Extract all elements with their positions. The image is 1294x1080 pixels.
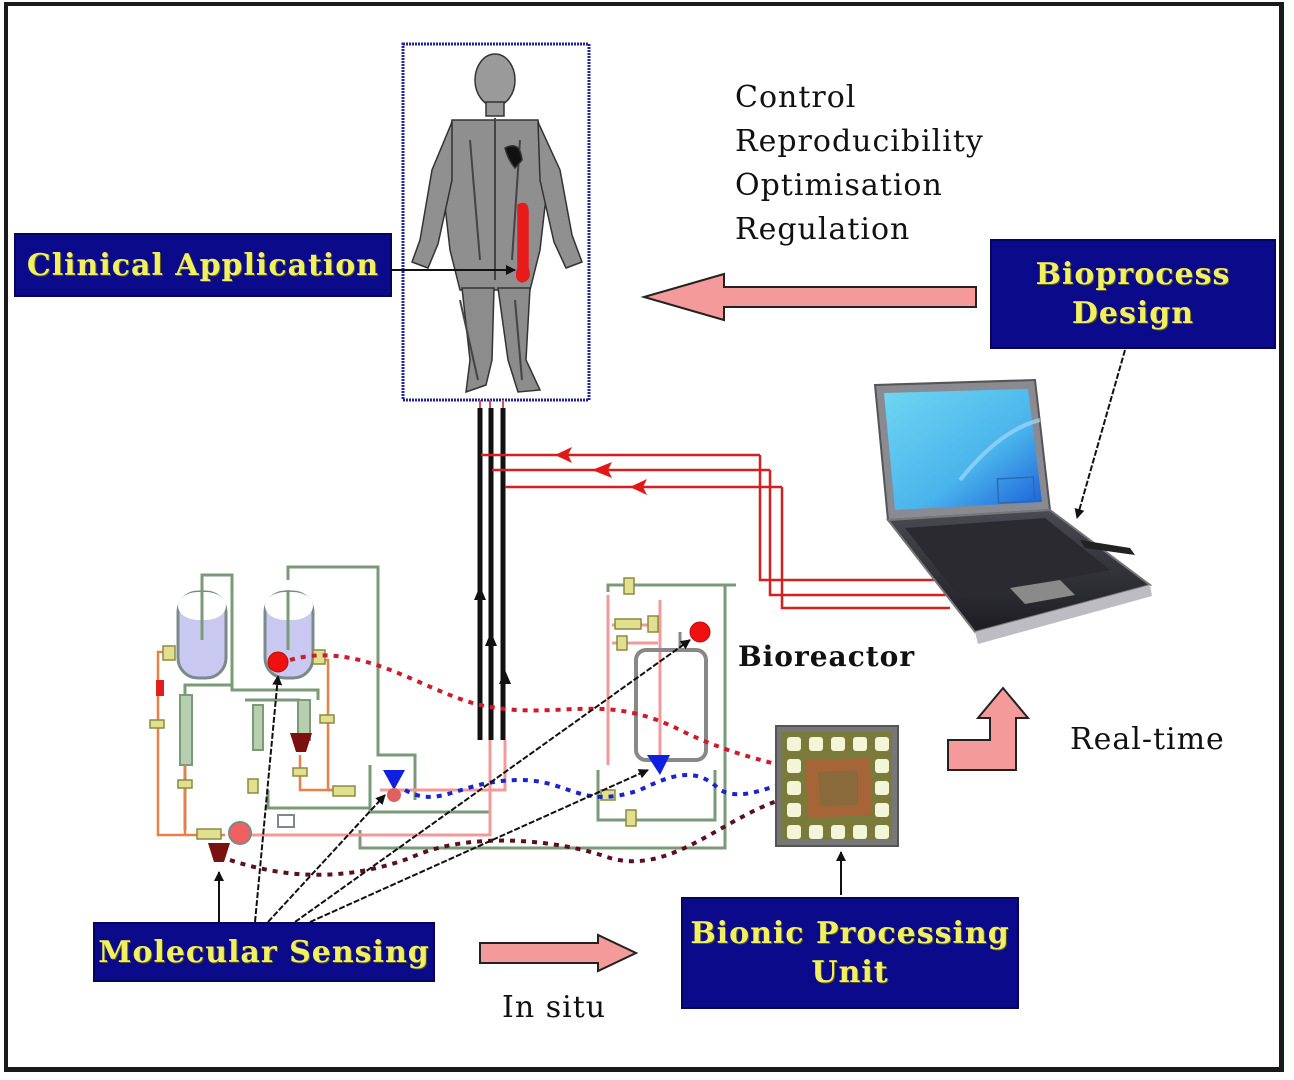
left-arrow-icon xyxy=(592,462,612,478)
benefit-optimisation: Optimisation xyxy=(735,168,943,203)
chip-bond-pad xyxy=(875,825,889,839)
pump-icon xyxy=(387,788,401,802)
design-to-clinic-block-arrow xyxy=(640,272,977,322)
molecular-sensing-label: Molecular Sensing xyxy=(93,922,435,982)
chip-bond-pad xyxy=(787,759,801,773)
bioprocess-design-text-line2: Design xyxy=(1071,296,1195,331)
clinical-application-text: Clinical Application xyxy=(26,247,380,283)
chip-bond-pad xyxy=(787,737,801,751)
gauge-icon xyxy=(277,814,295,828)
chip-bond-pad xyxy=(831,737,845,751)
chip-bond-pad xyxy=(875,803,889,817)
bionic-processing-unit-label: Bionic Processing Unit xyxy=(681,897,1019,1009)
signal-arrowheads xyxy=(555,447,647,495)
clinical-application-label: Clinical Application xyxy=(14,233,392,297)
sensor-red-icon xyxy=(267,651,289,673)
real-time-bent-arrow xyxy=(947,686,1031,771)
bioreactor-vessel-icon xyxy=(634,648,708,762)
blue-sensor-icon xyxy=(383,770,405,790)
blue-sensor-icon xyxy=(647,755,670,775)
chip-bond-pad xyxy=(875,737,889,751)
upward-flow-arrowheads xyxy=(474,586,511,684)
laptop-computer-icon xyxy=(873,378,1153,644)
up-arrow-icon xyxy=(485,632,497,646)
up-arrow-icon xyxy=(499,670,511,684)
connector-ticks xyxy=(479,400,504,408)
chip-bond-pad xyxy=(787,825,801,839)
bionic-processing-text-line2: Unit xyxy=(811,955,889,990)
chip-bond-pad xyxy=(809,825,823,839)
benefit-regulation: Regulation xyxy=(735,212,911,247)
chip-bond-pad xyxy=(875,759,889,773)
filter-icon xyxy=(208,843,230,862)
in-situ-block-arrow xyxy=(479,933,639,973)
chip-bond-pad xyxy=(831,825,845,839)
sensor-signal-red-curve xyxy=(289,653,781,767)
chip-bond-pad xyxy=(787,803,801,817)
microchip-icon xyxy=(775,725,899,847)
flow-indicator-icon xyxy=(156,680,164,696)
valve-icons xyxy=(149,577,659,840)
bioprocess-design-label: Bioprocess Design xyxy=(990,239,1276,349)
chip-bond-pad xyxy=(809,737,823,751)
real-time-label: Real-time xyxy=(1070,722,1225,757)
benefit-control: Control xyxy=(735,80,857,115)
chip-bond-pad xyxy=(853,825,867,839)
bioprocess-design-text-line1: Bioprocess xyxy=(1035,257,1231,292)
in-situ-label: In situ xyxy=(502,990,607,1025)
pump-icon xyxy=(228,821,252,845)
bioprocess-flowsheet-icon xyxy=(149,565,736,862)
column-icon xyxy=(252,704,264,751)
human-body-anatomy-icon xyxy=(411,53,583,394)
process-flow-lines xyxy=(477,408,506,740)
column-icon xyxy=(179,694,193,766)
sensing-pointer-arrows xyxy=(214,639,691,923)
chip-bond-pad xyxy=(875,781,889,795)
human-body-panel xyxy=(401,42,591,408)
bioreactor-label: Bioreactor xyxy=(738,640,916,673)
sensor-red-icon xyxy=(689,621,711,643)
left-arrow-icon xyxy=(630,479,647,495)
control-signal-lines xyxy=(481,453,950,610)
molecular-sensing-text: Molecular Sensing xyxy=(98,934,430,970)
sensor-signal-brown-curve xyxy=(229,798,781,877)
left-arrow-icon xyxy=(555,447,572,463)
design-to-laptop-arrow xyxy=(1074,349,1126,519)
bionic-processing-text-line1: Bionic Processing xyxy=(690,916,1010,951)
benefit-reproducibility: Reproducibility xyxy=(735,124,984,159)
chip-bond-pad xyxy=(853,737,867,751)
filter-icon xyxy=(290,733,312,752)
up-arrow-icon xyxy=(474,586,486,600)
chip-bond-pad xyxy=(787,781,801,795)
storage-tank-icon xyxy=(176,590,228,680)
benefits-list: Control Reproducibility Optimisation Reg… xyxy=(735,76,984,252)
